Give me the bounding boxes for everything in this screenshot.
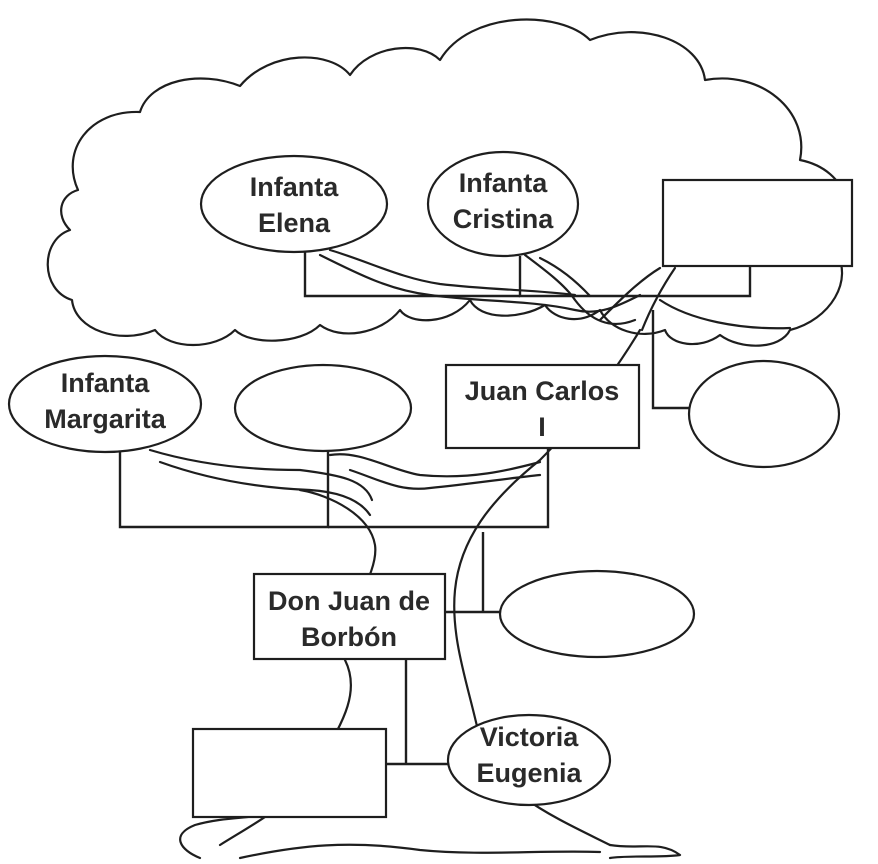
branch-upper-left-2 — [328, 248, 577, 297]
branch-upper-mid-2 — [538, 256, 592, 298]
infanta-cristina-line-1: Infanta — [459, 168, 548, 198]
node-victoria-eugenia: Victoria Eugenia — [446, 713, 612, 807]
don-juan-line-2: Borbón — [301, 622, 397, 652]
root-bottom — [238, 843, 602, 860]
branch-upper-right — [598, 266, 662, 322]
empty-ellipse-juancarlos-spouse — [687, 359, 841, 469]
tree-canopy — [46, 18, 850, 347]
empty-box-cristina-spouse — [661, 178, 854, 268]
infanta-margarita-ellipse — [7, 354, 203, 454]
branch-low-left — [148, 448, 374, 502]
infanta-elena-line-1: Infanta — [250, 172, 339, 202]
connector-juancarlos-children — [328, 448, 550, 529]
victoria-eugenia-line-1: Victoria — [480, 722, 580, 752]
infanta-cristina-ellipse — [426, 150, 580, 258]
branch-right-loop — [658, 298, 792, 330]
branch-low-mid — [328, 453, 542, 478]
root-right — [608, 843, 682, 860]
node-infanta-elena: Infanta Elena — [199, 154, 389, 254]
juan-carlos-box — [444, 363, 641, 450]
branch-low-left-2 — [158, 460, 372, 517]
infanta-elena-ellipse — [199, 154, 389, 254]
infanta-margarita-line-1: Infanta — [61, 368, 150, 398]
juan-carlos-line-1: Juan Carlos — [465, 376, 620, 406]
don-juan-box — [252, 572, 447, 661]
node-juan-carlos: Juan Carlos I — [444, 363, 641, 450]
branch-upper-mid — [523, 253, 637, 325]
empty-ellipse-sibling — [233, 363, 413, 453]
victoria-eugenia-line-2: Eugenia — [476, 758, 582, 788]
don-juan-line-1: Don Juan de — [268, 586, 430, 616]
infanta-elena-line-2: Elena — [258, 208, 331, 238]
node-infanta-margarita: Infanta Margarita — [7, 354, 203, 454]
branch-upper-left — [318, 253, 642, 313]
connector-elena-cristina — [303, 250, 520, 298]
connector-margarita-sibling — [118, 450, 330, 529]
victoria-eugenia-ellipse — [446, 713, 612, 807]
infanta-margarita-line-2: Margarita — [44, 404, 167, 434]
branch-upper-right-2 — [640, 266, 677, 332]
node-infanta-cristina: Infanta Cristina — [426, 150, 580, 258]
empty-ellipse-donjuan-spouse — [498, 569, 696, 659]
infanta-cristina-line-2: Cristina — [453, 204, 555, 234]
connector-juancarlos-spouse — [651, 310, 690, 410]
empty-box-victoria-spouse — [191, 727, 388, 819]
connector-cristina-spouse — [518, 256, 752, 298]
branch-low-mid-2 — [348, 468, 542, 490]
node-don-juan: Don Juan de Borbón — [252, 572, 447, 661]
juan-carlos-line-2: I — [538, 412, 546, 442]
